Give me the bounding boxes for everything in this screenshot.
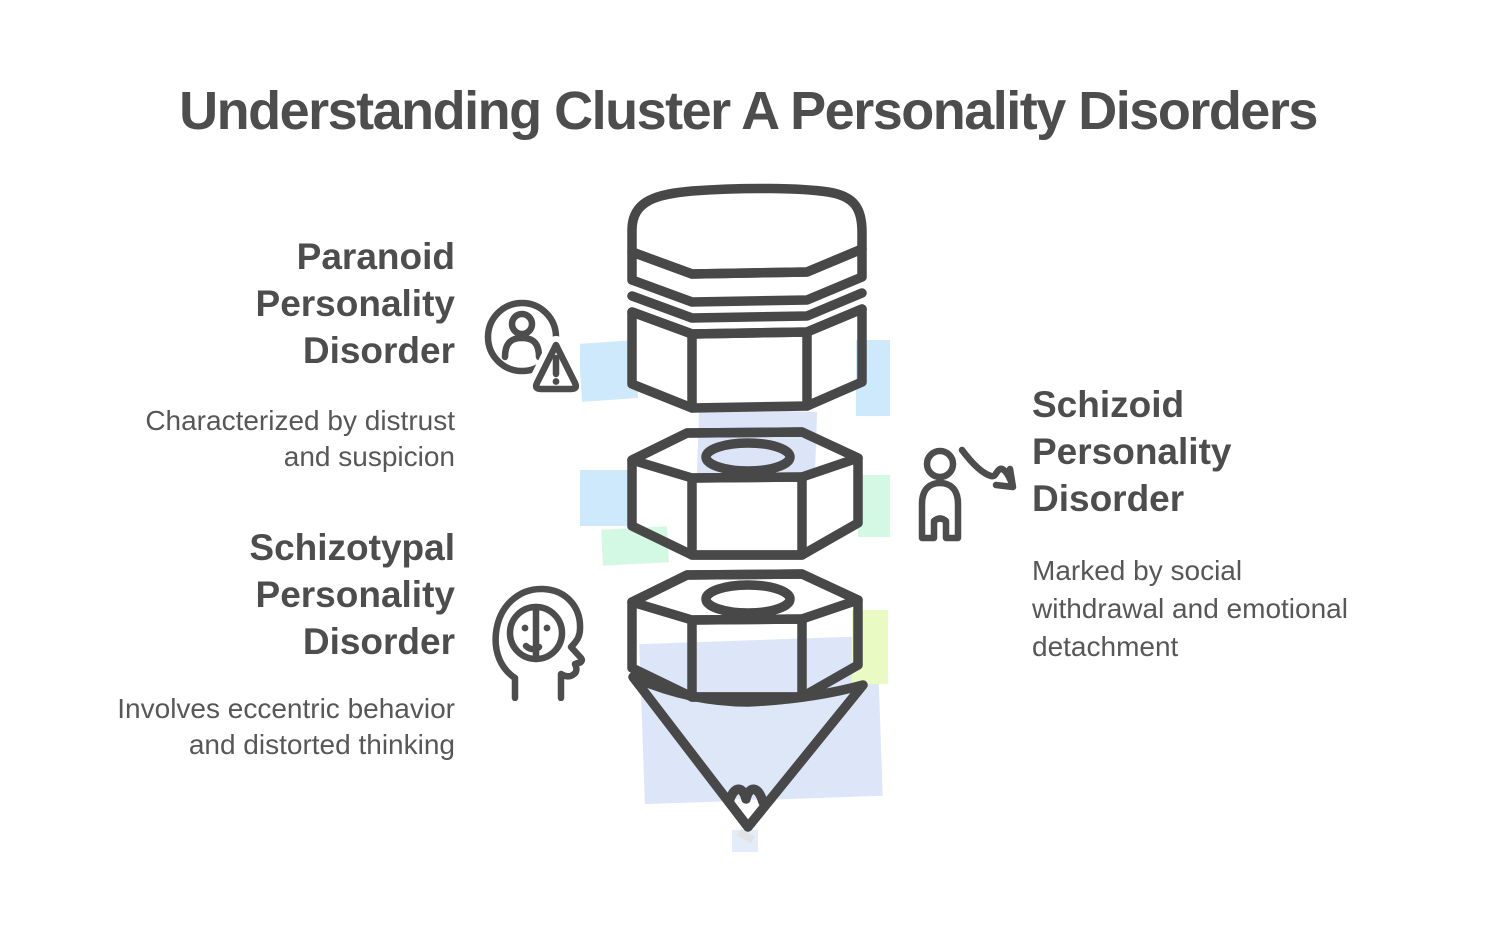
- decline-arrow-head: [992, 465, 1017, 491]
- page-title: Understanding Cluster A Personality Diso…: [179, 81, 1318, 141]
- cap-ferrule-band: [627, 244, 867, 307]
- schizotypal-heading-line: Disorder: [302, 621, 455, 662]
- cap-stripe-line: [627, 288, 867, 323]
- pencil-tip-highlight: [730, 799, 764, 825]
- paranoid-heading-line: Paranoid: [296, 236, 455, 277]
- section-paranoid-description: Characterized by distrust and suspicion: [40, 403, 455, 475]
- paranoid-desc-line: and suspicion: [283, 441, 455, 472]
- cap-body-edges: [687, 327, 812, 413]
- schizoid-desc-line: detachment: [1032, 631, 1179, 662]
- paranoid-desc-line: Characterized by distrust: [145, 405, 455, 436]
- schizoid-heading-line: Disorder: [1032, 478, 1185, 519]
- paranoid-heading-line: Personality: [255, 283, 455, 324]
- pencil-cap: [627, 183, 867, 413]
- schizotypal-heading-line: Personality: [255, 574, 455, 615]
- middle-nut: [627, 427, 863, 560]
- head-split-face-icon: [492, 585, 586, 701]
- schizotypal-desc-line: Involves eccentric behavior: [117, 693, 455, 724]
- pencil-illustration: [580, 183, 890, 852]
- middle-nut-hole: [701, 438, 795, 476]
- decline-arrow-shaft: [958, 446, 1016, 488]
- bottom-nut: [627, 569, 863, 702]
- schizoid-heading-line: Schizoid: [1032, 384, 1185, 425]
- section-schizoid-description: Marked by social withdrawal and emotiona…: [1032, 552, 1462, 666]
- paranoid-heading-line: Disorder: [302, 330, 455, 371]
- bottom-nut-hole: [701, 580, 795, 618]
- schizoid-heading-line: Personality: [1032, 431, 1232, 472]
- person-decline-arrow-icon: [918, 446, 1017, 542]
- person-alert-icon: [484, 299, 585, 398]
- section-paranoid-heading: Paranoid Personality Disorder: [40, 233, 455, 374]
- schizoid-desc-line: withdrawal and emotional: [1032, 593, 1348, 624]
- schizotypal-desc-line: and distorted thinking: [188, 729, 455, 760]
- tip-squiggle: [724, 784, 768, 807]
- cap-dome: [627, 183, 867, 279]
- schizoid-desc-line: Marked by social: [1032, 555, 1243, 586]
- section-schizotypal-heading: Schizotypal Personality Disorder: [40, 524, 455, 665]
- section-schizoid-heading: Schizoid Personality Disorder: [1032, 381, 1462, 522]
- section-schizotypal-description: Involves eccentric behavior and distorte…: [40, 691, 455, 763]
- cap-body: [627, 304, 867, 413]
- schizotypal-heading-line: Schizotypal: [249, 527, 455, 568]
